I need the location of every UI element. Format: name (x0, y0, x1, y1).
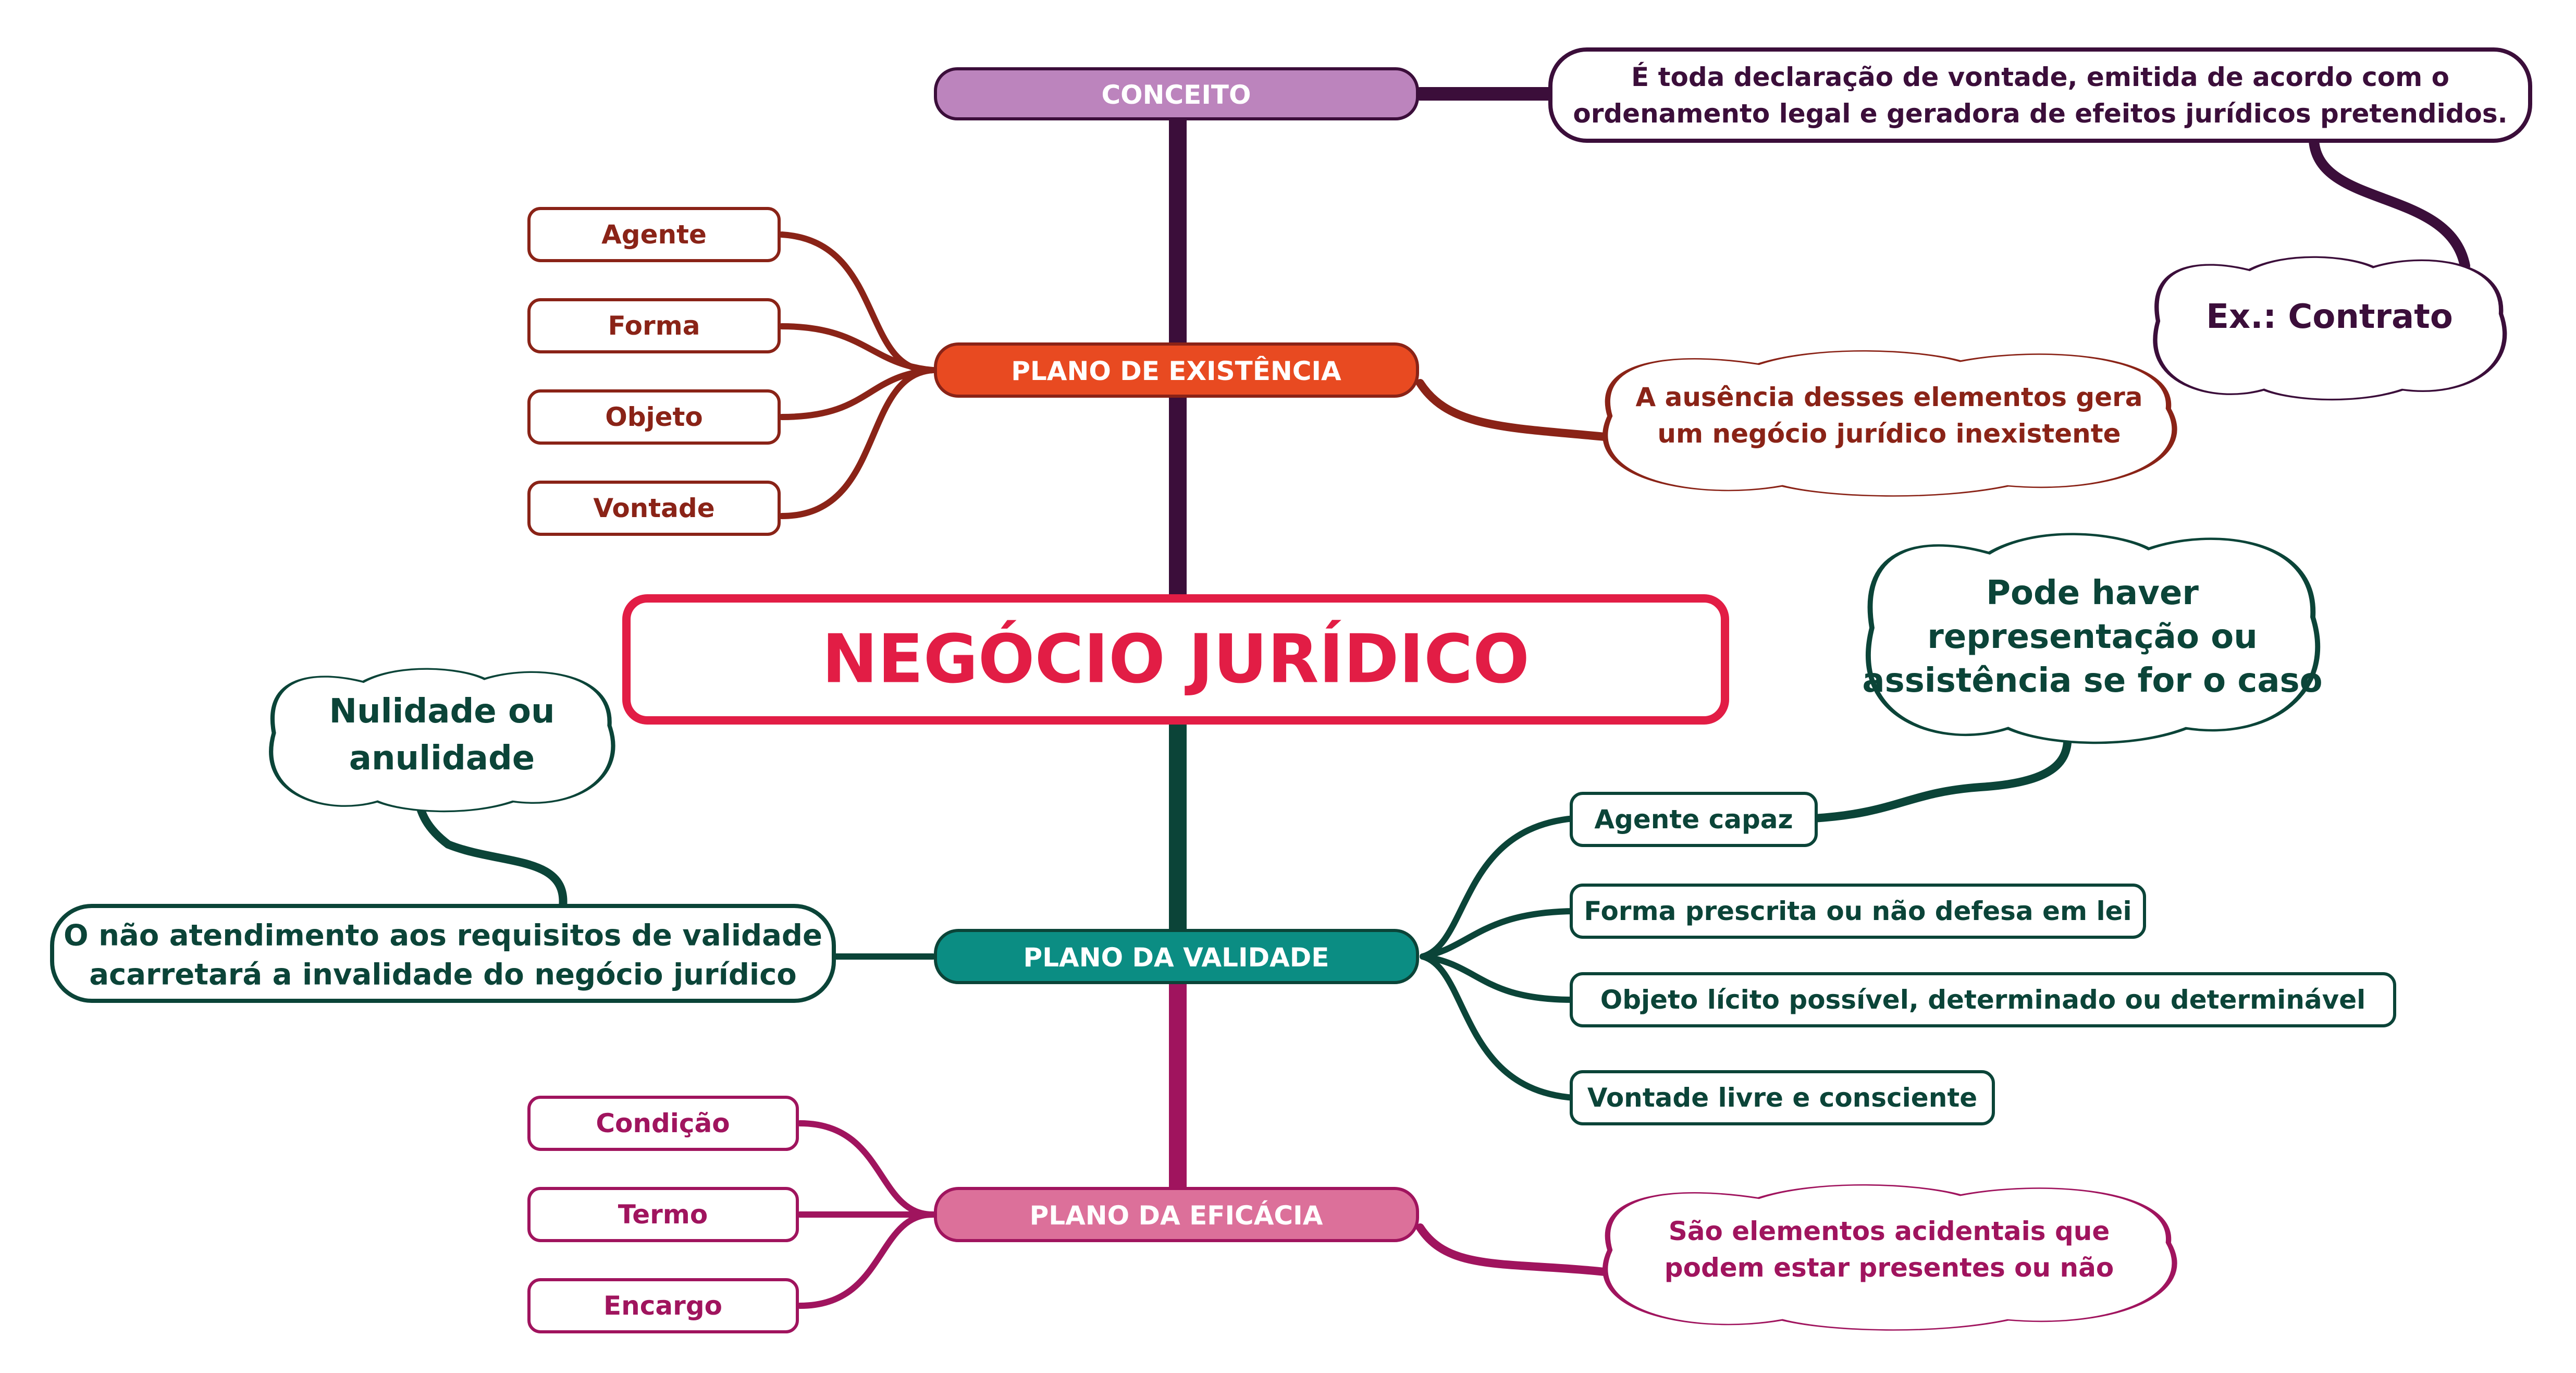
eficacia-label: PLANO DA EFICÁCIA (1030, 1200, 1323, 1231)
validade-item-forma: Forma prescrita ou não defesa em lei (1570, 884, 2146, 939)
conceito-label: CONCEITO (1101, 80, 1251, 110)
connector-eficacia-condicao (797, 1120, 936, 1218)
branch-existencia: PLANO DE EXISTÊNCIA Agente Forma Objeto … (527, 207, 2174, 536)
connector-existencia-agente (779, 231, 936, 374)
connector-validade-forma (1420, 908, 1577, 960)
existencia-item-label: Forma (608, 311, 700, 341)
nulidade-cloud-line-1: Nulidade ou (329, 692, 554, 731)
validade-label: PLANO DA VALIDADE (1024, 942, 1329, 973)
eficacia-item-condicao: Condição (527, 1096, 799, 1151)
eficacia-item-encargo: Encargo (527, 1278, 799, 1333)
validade-note-line-1: O não atendimento aos requisitos de vali… (64, 919, 822, 953)
agent-cloud-line-3: assistência se for o caso (1862, 661, 2322, 700)
example-text: Ex.: Contrato (2206, 298, 2453, 336)
central-title: NEGÓCIO JURÍDICO (822, 620, 1530, 698)
eficacia-item-label: Termo (618, 1199, 708, 1230)
connector-existencia-vontade (779, 367, 936, 519)
connector-validade-agente (1420, 815, 1577, 960)
agent-cloud-line-2: representação ou (1927, 618, 2258, 656)
connectors (413, 87, 2470, 1309)
validade-note-line-2: acarretará a invalidade do negócio juríd… (89, 958, 797, 992)
validade-item-agente-capaz: Agente capaz (1570, 792, 1818, 847)
central-node: NEGÓCIO JURÍDICO (622, 594, 1729, 725)
existencia-note-line-1: A ausência desses elementos gera (1635, 382, 2142, 412)
eficacia-item-label: Encargo (603, 1291, 722, 1321)
connector-definition-example (2309, 136, 2470, 271)
connector-existencia-objeto (779, 367, 936, 420)
existencia-note-line-2: um negócio jurídico inexistente (1657, 419, 2121, 449)
validade-note-box (50, 904, 836, 1003)
existencia-item-vontade: Vontade (527, 481, 781, 536)
validade-item-label: Forma prescrita ou não defesa em lei (1584, 896, 2131, 926)
validade-item-label: Vontade livre e consciente (1587, 1083, 1977, 1113)
connector-validade-objeto (1420, 953, 1577, 1003)
nulidade-cloud-line-2: anulidade (349, 739, 535, 778)
eficacia-item-termo: Termo (527, 1187, 799, 1242)
connector-eficacia-encargo (797, 1211, 936, 1309)
branch-eficacia: PLANO DA EFICÁCIA Condição Termo Encargo… (527, 1096, 2174, 1333)
eficacia-item-label: Condição (596, 1108, 730, 1138)
connector-eficacia-note (1416, 1223, 1609, 1276)
conceito-definition-line-2: ordenamento legal e geradora de efeitos … (1573, 99, 2507, 129)
eficacia-note-line-2: podem estar presentes ou não (1665, 1253, 2114, 1283)
connector-note-cloud (413, 788, 568, 911)
conceito-definition-box (1548, 47, 2532, 143)
validade-item-vontade: Vontade livre e consciente (1570, 1070, 1995, 1125)
eficacia-note-line-1: São elementos acidentais que (1669, 1216, 2110, 1246)
validade-item-label: Objeto lícito possível, determinado ou d… (1600, 985, 2366, 1015)
existencia-item-objeto: Objeto (527, 389, 781, 445)
agent-cloud-line-1: Pode haver (1986, 574, 2199, 612)
branch-validade: PLANO DA VALIDADE Agente capaz Forma pre… (50, 534, 2396, 1125)
connector-validade-vontade (1420, 953, 1577, 1101)
connector-existencia-forma (779, 323, 936, 373)
connector-existencia-note (1416, 379, 1609, 441)
connector-agente-cloud (1809, 720, 2072, 823)
existencia-item-label: Objeto (605, 402, 703, 432)
branch-conceito: CONCEITO É toda declaração de vontade, e… (934, 47, 2532, 400)
conceito-definition-line-1: É toda declaração de vontade, emitida de… (1631, 62, 2449, 92)
validade-item-label: Agente capaz (1594, 804, 1793, 835)
existencia-item-agente: Agente (527, 207, 781, 262)
existencia-label: PLANO DE EXISTÊNCIA (1011, 355, 1341, 386)
validade-item-objeto: Objeto lícito possível, determinado ou d… (1570, 972, 2396, 1027)
existencia-item-label: Agente (601, 219, 707, 250)
existencia-item-label: Vontade (593, 493, 714, 523)
existencia-item-forma: Forma (527, 298, 781, 353)
